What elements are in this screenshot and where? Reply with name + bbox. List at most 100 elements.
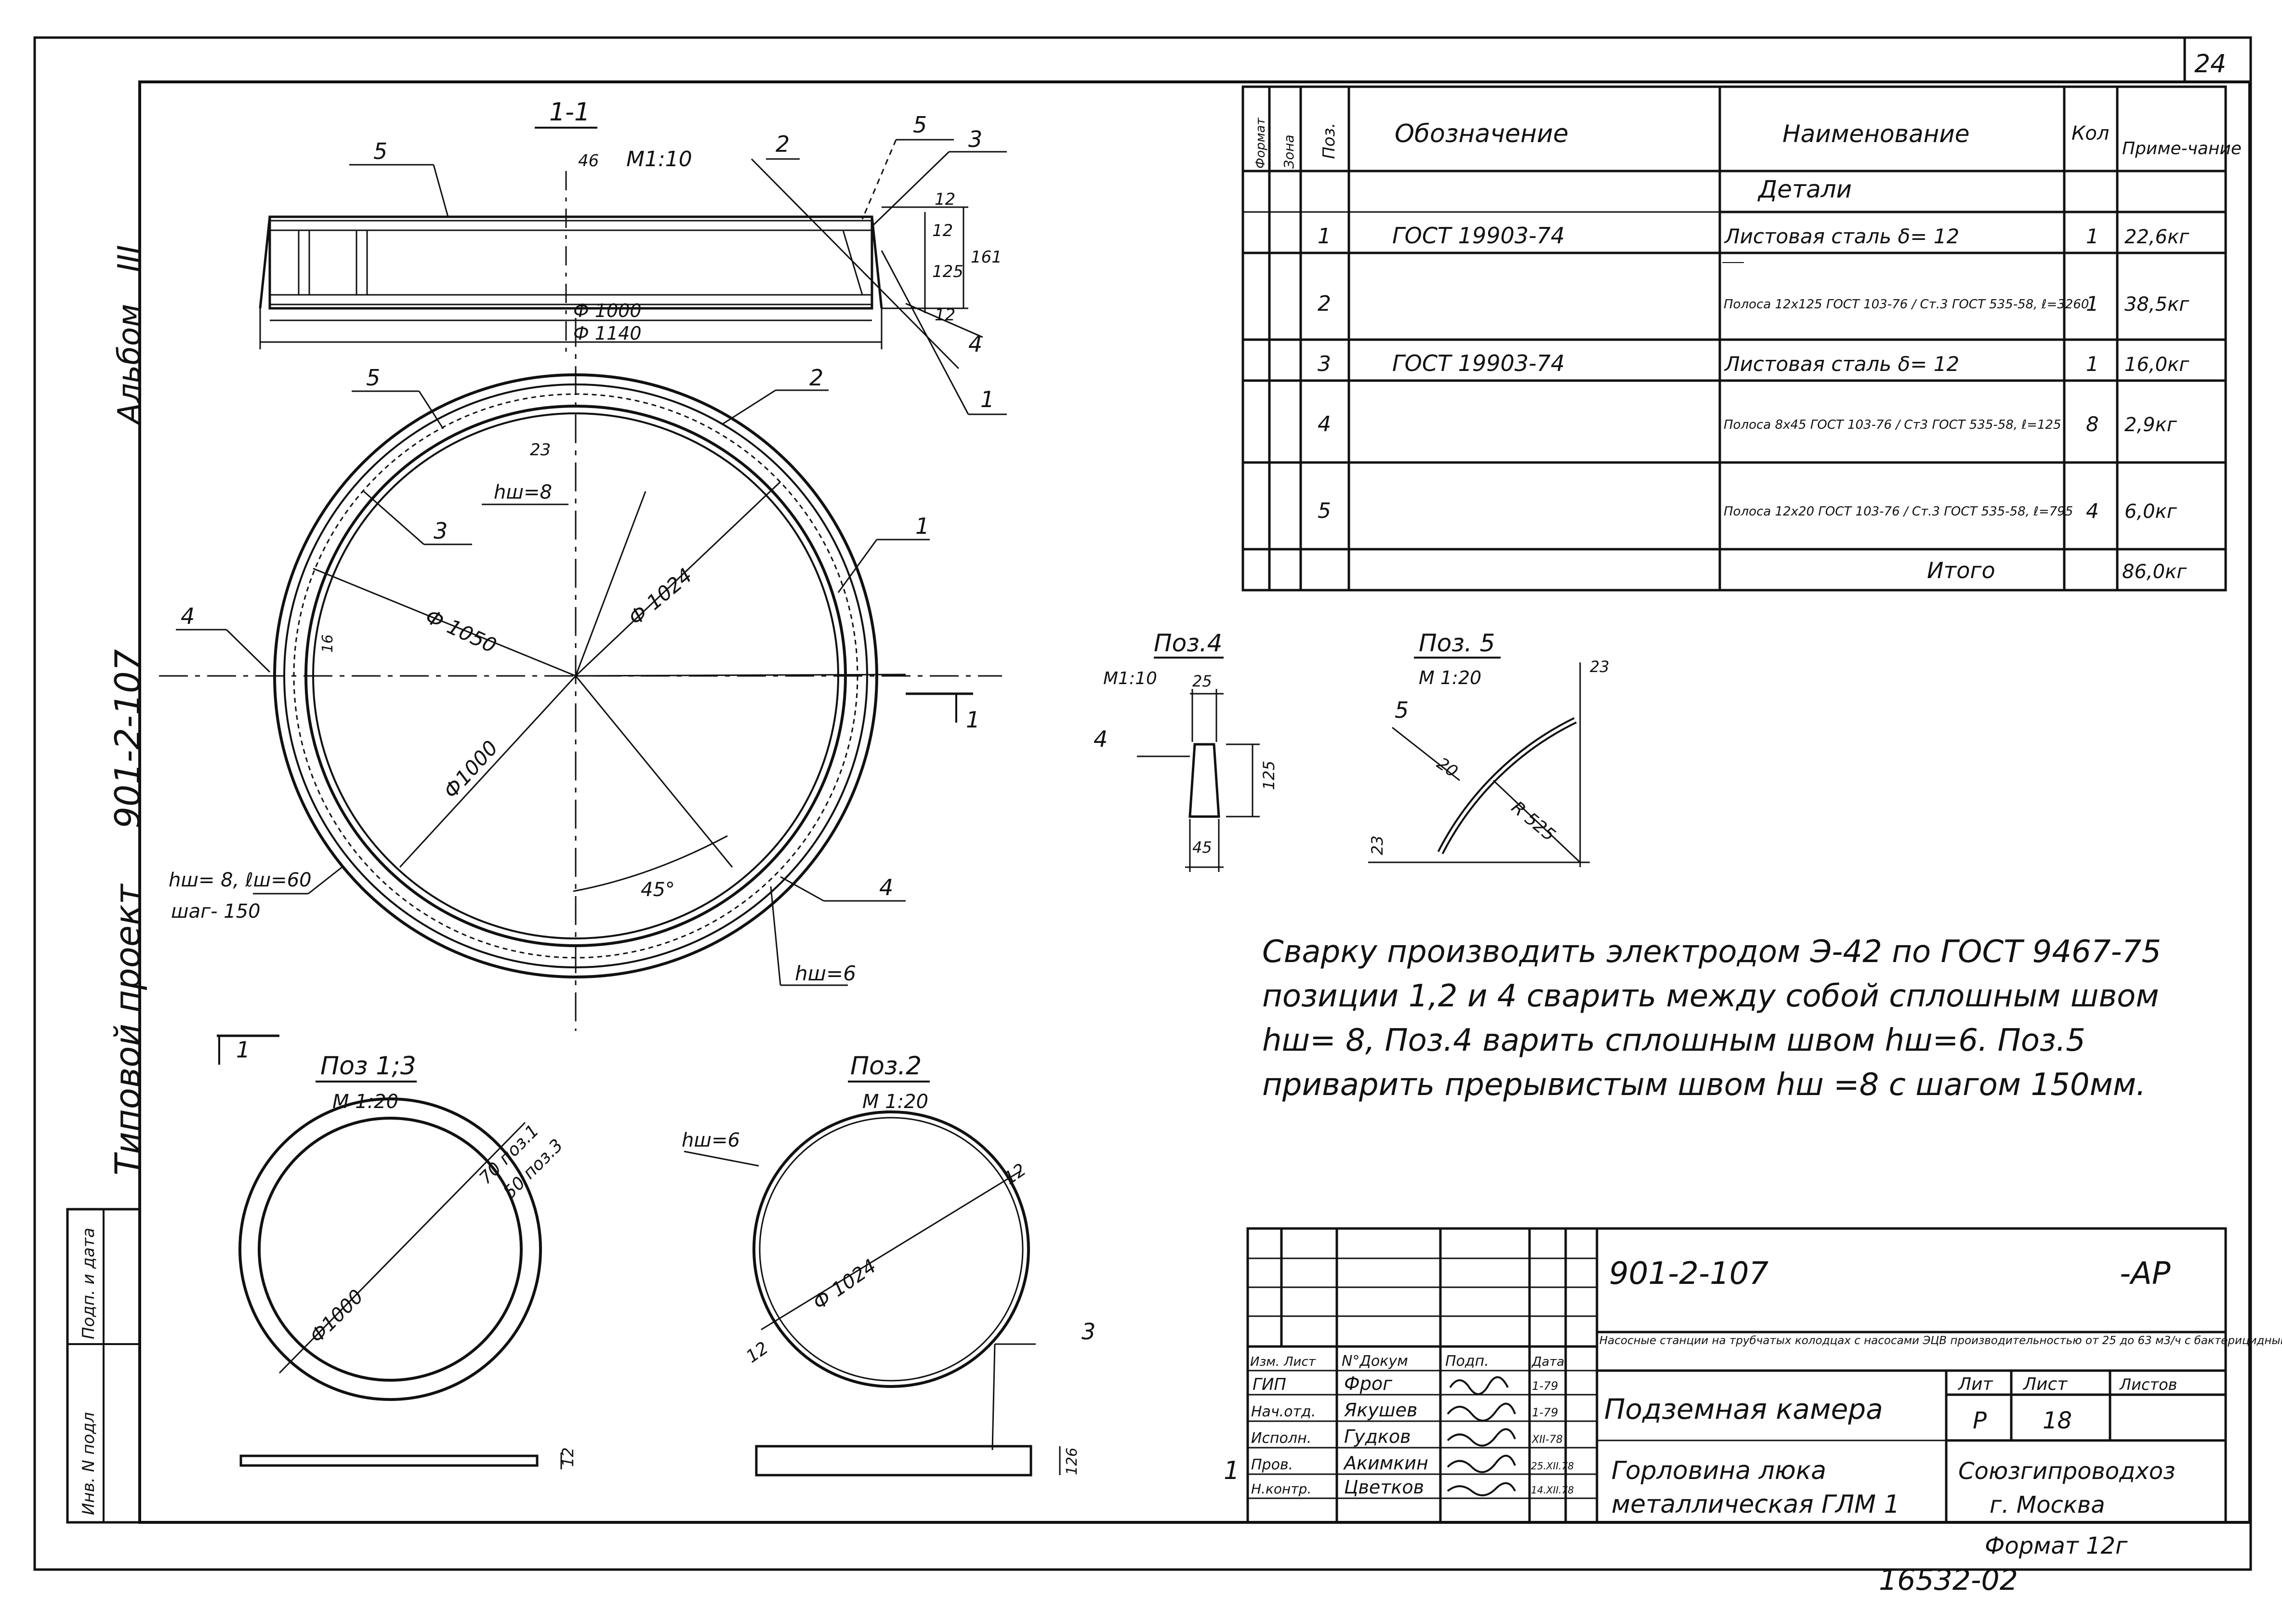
spec-header-note: Приме-чание — [2122, 139, 2242, 158]
section-pos-2: 2 — [776, 131, 790, 157]
plan-weld-step: шаг- 150 — [171, 900, 261, 923]
title-sheet-value: 18 — [2043, 1407, 2072, 1434]
spec-total-label: Итого — [1927, 557, 1995, 583]
poz5-radius: R 525 — [1507, 797, 1559, 845]
title-role-2: Нач.отд. — [1251, 1403, 1316, 1420]
spec-row4-qty: 8 — [2086, 412, 2099, 436]
plan-hw6: hш=6 — [795, 962, 856, 985]
poz2-view — [684, 1081, 1061, 1477]
section-view — [259, 127, 1007, 415]
poz4-view — [1137, 657, 1260, 872]
plan-dia-1000: Ф1000 — [439, 736, 502, 803]
title-role-4: Пров. — [1251, 1456, 1293, 1473]
side-stamp-sign: Подп. и дата — [79, 1228, 98, 1339]
archive-number: 16532-02 — [1879, 1563, 2018, 1597]
inner-frame — [138, 80, 2251, 1524]
title-role-3: Исполн. — [1251, 1430, 1311, 1447]
spec-row2-pos: 2 — [1318, 291, 1331, 316]
spec-row1-qty: 1 — [2086, 224, 2099, 248]
title-role-5: Н.контр. — [1251, 1481, 1311, 1497]
title-subtitle: Насосные станции на трубчатых колодцах с… — [1599, 1334, 2282, 1347]
spec-row5-note: 6,0кг — [2124, 501, 2177, 523]
section-pos-1: 1 — [980, 386, 994, 412]
title-date-2: 1-79 — [1532, 1406, 1558, 1419]
side-project-type: Типовой проект — [107, 883, 148, 1175]
section-pos-5b: 5 — [913, 112, 927, 138]
poz2-dim-126: 126 — [1064, 1448, 1081, 1475]
plan-cut-mark-right: 1 — [966, 707, 980, 733]
section-dim-125: 125 — [932, 262, 963, 281]
spec-row4-name: Полоса 8x45 ГОСТ 103-76 / Ст3 ГОСТ 535-5… — [1724, 418, 2061, 432]
title-col-izm: Изм. — [1250, 1355, 1280, 1369]
spec-row3-designation: ГОСТ 19903-74 — [1392, 350, 1565, 376]
title-block-grid — [1246, 1227, 2227, 1524]
side-project-code: 901-2-107 — [107, 649, 148, 829]
poz2-title: Поз.2 — [850, 1052, 922, 1081]
title-sheet-name-1: Горловина люка — [1611, 1456, 1826, 1485]
side-album: Альбом — [112, 304, 147, 426]
title-name-3: Гудков — [1344, 1426, 1411, 1447]
spec-row1-note: 22,6кг — [2124, 226, 2190, 248]
title-lit-label: Лит — [1957, 1374, 1993, 1394]
section-title: 1-1 — [549, 98, 590, 127]
plan-view — [159, 318, 1002, 1065]
spec-row2-note: 38,5кг — [2124, 293, 2190, 316]
spec-row2-name: Полоса 12x125 ГОСТ 103-76 / Ст.3 ГОСТ 53… — [1724, 297, 2089, 312]
spec-row5-name: Полоса 12x20 ГОСТ 103-76 / Ст.3 ГОСТ 535… — [1724, 504, 2073, 519]
poz2-pos-3: 3 — [1082, 1319, 1095, 1345]
plan-dim-16: 16 — [319, 634, 336, 653]
title-org-1: Союзгипроводхоз — [1958, 1458, 2176, 1485]
plan-dia-1024: Ф 1024 — [624, 564, 697, 630]
section-scale: М1:10 — [626, 147, 692, 172]
title-col-doc: N°Докум — [1342, 1353, 1408, 1370]
title-col-sign: Подп. — [1445, 1353, 1489, 1370]
title-role-1: ГИП — [1253, 1375, 1286, 1394]
format-label: Формат 12г — [1985, 1532, 2128, 1559]
title-code: 901-2-107 — [1609, 1256, 1769, 1292]
title-sheets-label: Листов — [2119, 1375, 2177, 1394]
title-sheet-label: Лист — [2022, 1374, 2068, 1394]
poz4-dim-45: 45 — [1192, 838, 1212, 857]
title-date-3: XII-78 — [1531, 1434, 1563, 1446]
spec-row3-pos: 3 — [1318, 352, 1331, 376]
spec-header-zone: Зона — [1281, 134, 1297, 169]
spec-row3-qty: 1 — [2086, 352, 2099, 376]
plan-pos-4a: 4 — [181, 603, 195, 629]
title-name-1: Фрог — [1344, 1373, 1393, 1394]
spec-header-name: Наименование — [1782, 120, 1970, 148]
title-col-list: Лист — [1283, 1355, 1316, 1369]
poz13-view — [238, 1081, 562, 1469]
title-name-4: Акимкин — [1343, 1452, 1428, 1474]
poz4-scale: М1:10 — [1103, 669, 1157, 688]
title-drawing-name: Подземная камера — [1604, 1393, 1883, 1426]
poz4-dim-25: 25 — [1192, 672, 1212, 690]
spec-row4-note: 2,9кг — [2124, 414, 2177, 436]
spec-row1-designation: ГОСТ 19903-74 — [1392, 223, 1565, 249]
poz5-scale: М 1:20 — [1419, 667, 1481, 688]
section-pos-3: 3 — [968, 126, 982, 152]
spec-row1-name: Листовая сталь δ= 12 — [1724, 224, 1959, 248]
poz4-pos: 4 — [1094, 726, 1108, 752]
plan-dim-23: 23 — [530, 440, 551, 460]
spec-header-format: Формат — [1253, 118, 1268, 169]
spec-row5-pos: 5 — [1318, 499, 1331, 523]
poz5-pos: 5 — [1395, 697, 1409, 723]
spec-row2-qty: 1 — [2086, 292, 2099, 316]
section-dim-46: 46 — [578, 151, 599, 171]
plan-cut-mark-left: 1 — [236, 1037, 250, 1063]
poz13-dia: Ф1000 — [306, 1285, 368, 1347]
spec-header-pos: Поз. — [1319, 123, 1339, 159]
spec-row4-pos: 4 — [1318, 412, 1331, 436]
welding-note: Сварку производить электродом Э-42 по ГО… — [1262, 934, 2162, 1103]
plan-pos-4b: 4 — [879, 874, 893, 900]
section-dim-12c: 12 — [935, 305, 955, 325]
spec-row5-qty: 4 — [2086, 499, 2099, 523]
title-name-2: Якушев — [1344, 1400, 1417, 1421]
poz13-dim-12: 12 — [559, 1447, 577, 1467]
spec-header-qty: Кол — [2071, 122, 2109, 145]
poz13-scale: М 1:20 — [332, 1091, 398, 1113]
title-sheet-name-2: металлическая ГЛМ 1 — [1611, 1490, 1900, 1519]
title-date-4: 25.XII.78 — [1531, 1460, 1574, 1472]
side-stamp-inv: Инв. N подл — [79, 1412, 98, 1515]
